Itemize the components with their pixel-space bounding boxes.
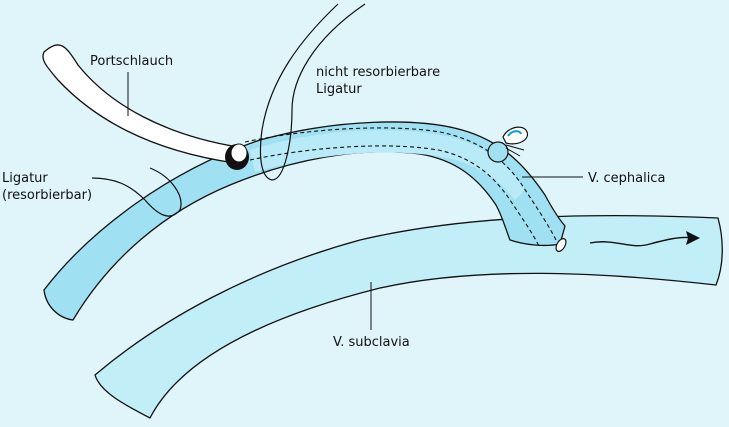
catheter-tip xyxy=(555,238,567,252)
distal-ligature-loop-inner xyxy=(507,130,522,137)
distal-ligature-knot xyxy=(487,141,509,163)
ligatur-resorbierbar-thread xyxy=(91,167,182,217)
v-cephalica-vein xyxy=(43,121,566,321)
label-v-subclavia: V. subclavia xyxy=(333,335,410,350)
distal-ligature-loop xyxy=(502,126,529,145)
label-portschlauch: Portschlauch xyxy=(90,54,174,69)
v-subclavia-vein xyxy=(94,214,723,419)
label-v-cephalica: V. cephalica xyxy=(588,171,666,186)
catheter-inner-lower xyxy=(249,145,541,249)
label-nicht-resorbierbare-line1: nicht resorbierbare xyxy=(316,65,441,80)
v-cephalica-highlight xyxy=(250,130,525,200)
flow-arrow-head xyxy=(686,231,700,245)
catheter-inner-upper xyxy=(244,127,557,241)
venotomy-rim xyxy=(230,143,248,163)
nicht-resorbierbare-ligatur-thread xyxy=(259,3,366,181)
label-ligatur-line2: (resorbierbar) xyxy=(2,188,93,203)
label-ligatur-line1: Ligatur xyxy=(2,171,48,186)
distal-ligature-ends xyxy=(505,144,525,157)
label-nicht-resorbierbare-line2: Ligatur xyxy=(316,82,362,97)
flow-arrow-line xyxy=(589,236,693,247)
